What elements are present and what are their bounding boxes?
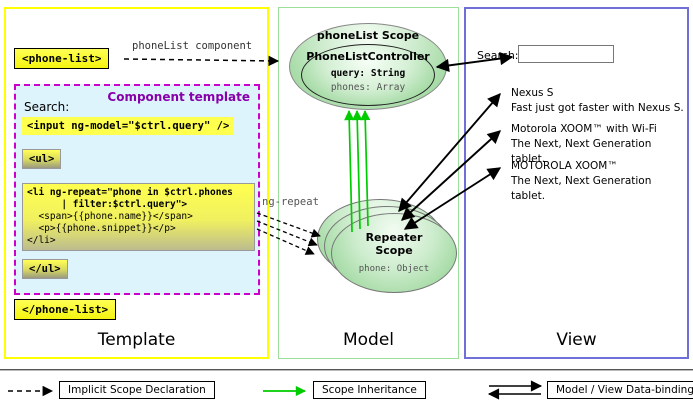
- phone-name: Motorola XOOM™ with Wi-Fi: [511, 123, 657, 135]
- phone-item: Motorola XOOM™ with Wi-Fi The Next, Next…: [511, 122, 687, 167]
- legend-implicit-scope-label: Implicit Scope Declaration: [68, 384, 206, 396]
- legend-implicit-scope: Implicit Scope Declaration: [59, 381, 215, 399]
- repeater-phone-prop: phone: Object: [358, 264, 430, 274]
- ng-model-input-code: <input ng-model="$ctrl.query" />: [22, 117, 235, 135]
- template-search-label: Search:: [24, 100, 70, 114]
- phone-snippet: The Next, Next Generation tablet.: [511, 175, 652, 202]
- ul-open-code: <ul>: [22, 149, 62, 169]
- template-caption: Template: [97, 330, 176, 350]
- controller-title: PhoneListController: [306, 50, 430, 63]
- legend-data-binding-label: Model / View Data-binding: [556, 384, 693, 396]
- phone-name: MOTOROLA XOOM™: [511, 160, 618, 172]
- code-line: <li ng-repeat="phone in $ctrl.phones: [27, 187, 233, 198]
- code-line: | filter:$ctrl.query">: [27, 199, 188, 210]
- phone-list-close-tag: </phone-list>: [14, 299, 117, 320]
- phone-item: MOTOROLA XOOM™ The Next, Next Generation…: [511, 159, 687, 204]
- view-caption: View: [556, 330, 597, 350]
- component-template-box: Component template Search: <input ng-mod…: [14, 84, 260, 295]
- legend-data-binding: Model / View Data-binding: [547, 381, 693, 399]
- controller-query-prop: query: String: [330, 68, 406, 79]
- view-search-input[interactable]: [518, 45, 614, 63]
- controller-phones-prop: phones: Array: [330, 82, 406, 93]
- phone-list-open-tag: <phone-list>: [14, 48, 110, 69]
- legend-scope-inheritance-label: Scope Inheritance: [322, 384, 417, 396]
- repeater-title-line2: Scope: [375, 244, 413, 257]
- repeater-scope-title: Repeater Scope: [331, 231, 457, 257]
- ng-repeat-label: ng-repeat: [262, 196, 319, 208]
- code-line: <p>{{phone.snippet}}</p>: [27, 223, 176, 234]
- model-caption: Model: [342, 330, 395, 350]
- code-line: </li>: [27, 235, 56, 246]
- li-ng-repeat-code: <li ng-repeat="phone in $ctrl.phones | f…: [22, 183, 255, 251]
- phone-snippet: The Next, Next Generation tablet.: [511, 138, 652, 165]
- code-line: <span>{{phone.name}}</span>: [27, 211, 193, 222]
- view-search-label: Search:: [477, 49, 519, 62]
- component-template-title: Component template: [107, 90, 250, 104]
- phone-name: Nexus S: [511, 87, 554, 99]
- ul-close-code: </ul>: [22, 259, 68, 279]
- phonelist-component-arrow-label: phoneList component: [132, 40, 253, 52]
- phone-snippet: Fast just got faster with Nexus S.: [511, 102, 684, 114]
- phonelist-scope-title: phoneList Scope: [316, 29, 420, 42]
- phone-item: Nexus S Fast just got faster with Nexus …: [511, 86, 687, 116]
- repeater-title-line1: Repeater: [365, 231, 423, 244]
- legend-divider: [0, 369, 693, 371]
- legend-scope-inheritance: Scope Inheritance: [313, 381, 426, 399]
